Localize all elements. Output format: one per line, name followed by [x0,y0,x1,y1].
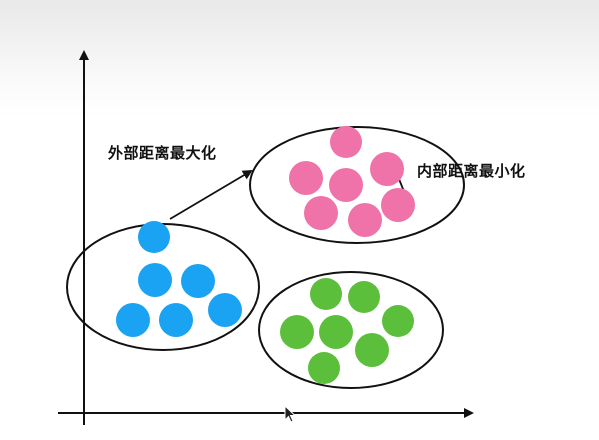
blue-point [138,263,172,297]
pink-point [304,196,338,230]
mouse-cursor-icon [284,405,297,423]
pink-point [348,203,382,237]
blue-point [138,221,170,253]
green-point [348,281,380,313]
blue-point [181,264,215,298]
pink-point [289,161,323,195]
pink-point [381,188,415,222]
green-cluster-boundary [258,271,444,389]
pink-point [370,152,404,186]
blue-point [159,303,193,337]
green-point [280,315,314,349]
outer-distance-arrow [169,169,253,220]
green-point [308,352,340,384]
pink-point [330,126,362,158]
inner-distance-label: 内部距离最小化 [417,162,526,180]
pink-points [289,126,415,237]
green-points [280,278,414,384]
green-point [310,278,342,310]
blue-points [116,221,242,337]
outer-distance-label: 外部距离最大化 [108,144,217,162]
blue-point [116,303,150,337]
blue-point [208,293,242,327]
pink-cluster-boundary [249,126,465,244]
green-point [355,333,389,367]
green-point [382,305,414,337]
green-point [319,315,353,349]
pink-point [329,168,363,202]
